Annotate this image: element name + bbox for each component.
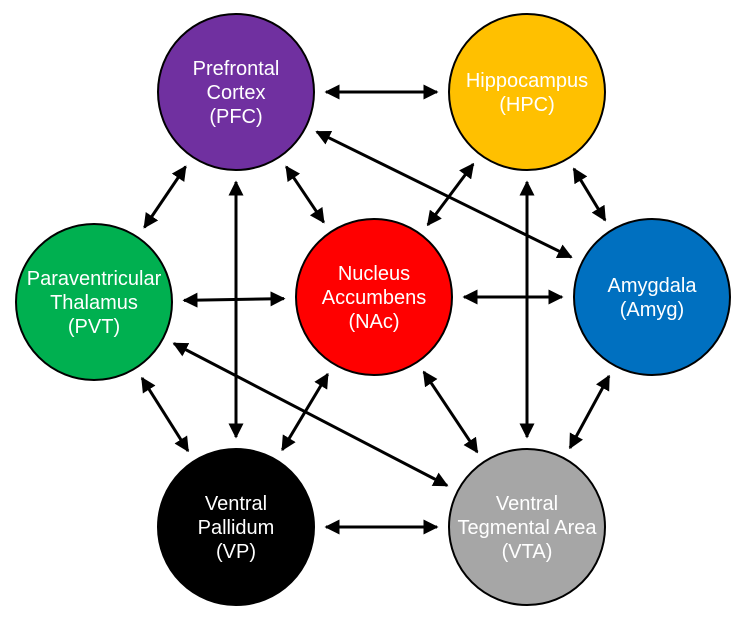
node-vp-label-line-3: (VP) (216, 541, 256, 563)
arrow-pfc-nac (285, 165, 325, 224)
node-pfc-label-line-2: Cortex (207, 82, 266, 104)
arrow-nac-vp (281, 372, 329, 452)
arrow-pvt-nac (182, 291, 286, 308)
node-vta-label-line-2: Tegmental Area (458, 517, 598, 539)
node-vp-label-line-2: Pallidum (198, 517, 275, 539)
arrow-pvt-vp (140, 376, 190, 453)
node-nac-label-line-1: Nucleus (338, 263, 410, 285)
node-vta-label-line-1: Ventral (496, 493, 558, 515)
node-amyg-label-line-2: (Amyg) (620, 299, 684, 321)
connections (140, 84, 611, 535)
node-pvt-circle (15, 223, 173, 381)
arrow-hpc-nac (426, 162, 475, 227)
node-amyg-circle (573, 218, 731, 376)
arrow-pfc-pvt (143, 165, 187, 229)
arrow-hpc-amyg (572, 167, 607, 222)
node-amyg-label-line-1: Amygdala (608, 275, 698, 297)
arrow-nac-vta (422, 370, 479, 454)
node-hpc-circle (448, 13, 606, 171)
node-hpc-label-line-2: (HPC) (499, 94, 555, 116)
node-pfc-label-line-1: Prefrontal (193, 58, 280, 80)
node-hpc: Hippocampus(HPC) (448, 13, 606, 171)
node-nac-circle (295, 218, 453, 376)
node-pvt-label-line-3: (PVT) (68, 316, 120, 338)
node-amyg: Amygdala(Amyg) (573, 218, 731, 376)
node-vp-label-line-1: Ventral (205, 493, 267, 515)
node-pfc-label-line-3: (PFC) (209, 106, 262, 128)
node-pvt-label-line-2: Thalamus (50, 292, 138, 314)
node-nac-label-line-3: (NAc) (348, 311, 399, 333)
arrow-amyg-vta (568, 374, 611, 450)
node-vta-label-line-3: (VTA) (502, 541, 553, 563)
node-pvt-label-line-1: Paraventricular (27, 268, 162, 290)
node-hpc-label-line-1: Hippocampus (466, 70, 588, 92)
node-vta-circle (448, 448, 606, 606)
node-nac-label-line-2: Accumbens (322, 287, 427, 309)
node-pfc-circle (157, 13, 315, 171)
node-vp-circle (157, 448, 315, 606)
